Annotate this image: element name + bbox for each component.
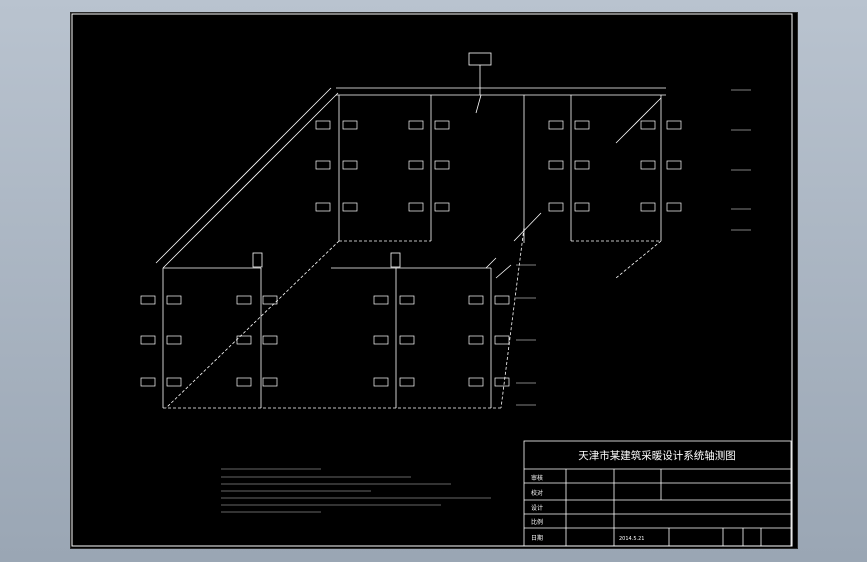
diag-return-1 [165,240,340,409]
notes-block [221,468,491,513]
diag-mid [495,264,512,279]
riser-break [475,94,482,114]
elevation-markers [516,89,751,406]
pipe-network [155,52,666,409]
drawing-sheet: 天津市某建筑采暖设计系统轴测图 审核 校对 设计 比例 日期 2014.5.21 [70,12,798,549]
title-block-label-scale: 比例 [531,518,543,526]
expansion-tank [468,52,492,66]
title-block-main-title: 天津市某建筑采暖设计系统轴测图 [578,449,736,462]
title-block-label-date: 日期 [531,534,543,542]
isometric-drawing: 天津市某建筑采暖设计系统轴测图 审核 校对 设计 比例 日期 2014.5.21 [71,13,793,547]
diag-ur-return [615,240,662,279]
diag-return-2 [500,227,525,409]
stub-lr [485,257,497,269]
title-block [523,440,792,547]
title-block-date-value: 2014.5.21 [619,536,644,542]
radiators [140,120,682,387]
title-block-label-design: 设计 [531,504,543,512]
title-block-label-review: 审核 [531,474,543,482]
air-vent-1 [252,252,263,268]
air-vent-2 [390,252,401,268]
title-block-label-check: 校对 [531,489,543,497]
diag-mid-2 [513,212,542,242]
diag-ur [615,97,662,144]
drawing-frame [71,13,793,547]
diag-pipe-b [162,92,339,269]
diag-pipe-a [155,87,332,264]
